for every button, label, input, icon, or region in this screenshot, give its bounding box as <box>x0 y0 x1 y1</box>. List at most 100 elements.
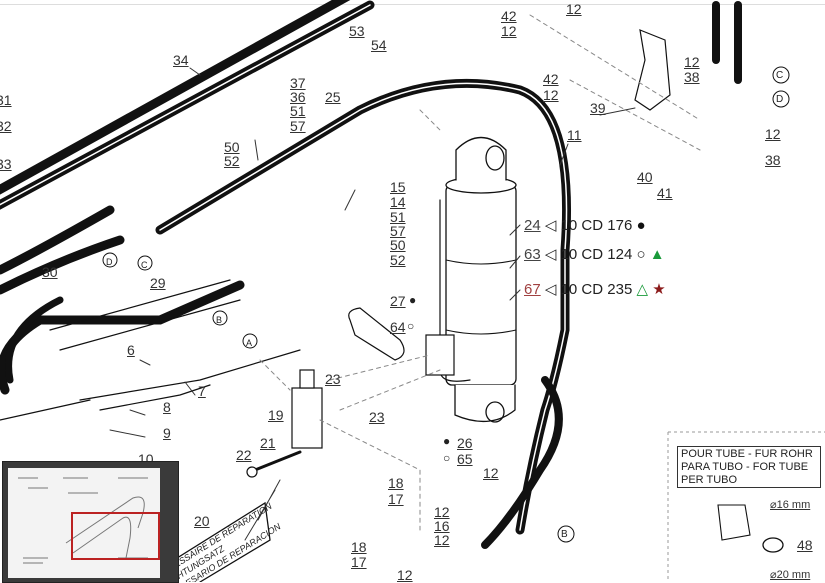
part-label-64[interactable]: 64 <box>390 319 406 335</box>
part-label-39[interactable]: 39 <box>590 100 606 116</box>
part-label-42a[interactable]: 42 <box>501 8 517 24</box>
part-label-51[interactable]: 51 <box>290 103 306 119</box>
part-label-6[interactable]: 6 <box>127 342 135 358</box>
part-label-11[interactable]: 11 <box>567 127 582 143</box>
part-label-12d[interactable]: 12 <box>684 54 700 70</box>
bracket-39 <box>634 29 671 111</box>
part-label-51b[interactable]: 51 <box>390 209 406 225</box>
cylinder-spec-24: 24 ◁ 10 CD 176 ● <box>524 218 646 234</box>
part-label-12g[interactable]: 12 <box>434 504 450 520</box>
part-label-31[interactable]: 31 <box>0 92 12 108</box>
part-label-12f[interactable]: 12 <box>483 465 499 481</box>
part-label-18a[interactable]: 18 <box>388 475 404 491</box>
cylinder-eye-bottom <box>454 384 516 423</box>
part-label-12i[interactable]: 12 <box>397 567 413 583</box>
part-label-26[interactable]: 26 <box>457 435 473 451</box>
part-label-20[interactable]: 20 <box>194 513 210 529</box>
spec-part-67[interactable]: 67 <box>524 281 541 298</box>
hose-30 <box>0 205 115 275</box>
part-label-41[interactable]: 41 <box>657 185 673 201</box>
part-label-36[interactable]: 36 <box>290 89 306 105</box>
diameter-20: ⌀20 mm <box>770 569 811 581</box>
spec-part-24[interactable]: 24 <box>524 217 541 234</box>
part-label-9[interactable]: 9 <box>163 425 171 441</box>
tube-note-box: POUR TUBE - FUR ROHR PARA TUBO - FOR TUB… <box>677 446 821 488</box>
part-label-12c[interactable]: 12 <box>543 87 559 103</box>
part-label-40[interactable]: 40 <box>637 169 653 185</box>
part-label-37[interactable]: 37 <box>290 75 306 91</box>
connector-a-icon <box>242 333 258 349</box>
triangle-weld-icon: ◁ <box>544 246 557 263</box>
part-label-17b[interactable]: 17 <box>351 554 367 570</box>
part-label-38a[interactable]: 38 <box>684 69 700 85</box>
part-label-32[interactable]: 32 <box>0 118 12 134</box>
tube-note-line-3: PER TUBO <box>681 474 738 486</box>
connector-d-label: D <box>106 257 113 267</box>
part-label-65[interactable]: 65 <box>457 451 473 467</box>
part-label-7[interactable]: 7 <box>198 383 206 399</box>
part-label-21[interactable]: 21 <box>260 435 276 451</box>
part-label-30[interactable]: 30 <box>42 264 58 280</box>
part-label-22[interactable]: 22 <box>236 447 252 463</box>
part-label-53[interactable]: 53 <box>349 23 365 39</box>
part-label-50[interactable]: 50 <box>224 139 240 155</box>
part-label-54[interactable]: 54 <box>371 37 387 53</box>
hose-34-b <box>0 0 351 195</box>
part-label-23a[interactable]: 23 <box>325 371 341 387</box>
part-label-16[interactable]: 16 <box>434 518 450 534</box>
part-label-12h[interactable]: 12 <box>434 532 450 548</box>
part-label-12b[interactable]: 12 <box>566 1 582 17</box>
top-border <box>0 4 825 5</box>
connector-d-right-label: D <box>776 94 784 105</box>
part-label-48[interactable]: 48 <box>797 537 813 553</box>
part-label-42b[interactable]: 42 <box>543 71 559 87</box>
part-label-27[interactable]: 27 <box>390 293 406 309</box>
connector-b-icon <box>212 310 228 326</box>
star-icon: ★ <box>652 281 666 298</box>
part-label-19[interactable]: 19 <box>268 407 284 423</box>
fitting-48 <box>717 504 751 541</box>
part-label-33[interactable]: 33 <box>0 156 12 172</box>
spec-markers-67: △ <box>636 281 649 298</box>
spec-code-24: 10 CD 176 <box>560 217 633 234</box>
overview-minimap[interactable] <box>2 461 179 583</box>
part-label-57[interactable]: 57 <box>290 118 306 134</box>
part-label-17a[interactable]: 17 <box>388 491 404 507</box>
connector-c-right-icon <box>772 66 790 84</box>
part-label-29[interactable]: 29 <box>150 275 166 291</box>
tube-note-line-1: POUR TUBE - FUR ROHR <box>681 448 813 460</box>
part-label-12a[interactable]: 12 <box>501 23 517 39</box>
part-label-8[interactable]: 8 <box>163 399 171 415</box>
connector-d-icon <box>102 252 118 268</box>
minimap-sheet <box>8 468 160 578</box>
part-label-52b[interactable]: 52 <box>390 252 406 268</box>
part-label-15[interactable]: 15 <box>390 179 406 195</box>
triangle-weld-icon: ◁ <box>544 217 557 234</box>
minimap-viewport[interactable] <box>71 512 160 560</box>
part-label-14[interactable]: 14 <box>390 194 406 210</box>
part-label-57b[interactable]: 57 <box>390 223 406 239</box>
spec-markers-24: ● <box>636 217 646 234</box>
cylinder-eye-top <box>455 136 507 181</box>
connector-c-label: C <box>141 260 148 270</box>
hose-34-a-gap <box>0 4 371 206</box>
tube-note-line-2: PARA TUBO - FOR TUBE <box>681 461 809 473</box>
cylinder-spec-67: 67 ◁ 10 CD 235 △ ★ <box>524 282 666 298</box>
part-label-34[interactable]: 34 <box>173 52 189 68</box>
diameter-16: ⌀16 mm <box>770 499 811 511</box>
spec-part-63[interactable]: 63 <box>524 246 541 263</box>
connector-b-lower-icon <box>557 525 575 543</box>
part-label-23b[interactable]: 23 <box>369 409 385 425</box>
part-label-12e[interactable]: 12 <box>765 126 781 142</box>
part-label-18b[interactable]: 18 <box>351 539 367 555</box>
triangle-weld-icon: ◁ <box>544 281 557 298</box>
connector-d-right-icon <box>772 90 790 108</box>
cylinder-body <box>445 184 517 386</box>
part-label-52[interactable]: 52 <box>224 153 240 169</box>
part-label-38b[interactable]: 38 <box>765 152 781 168</box>
spec-code-63: 10 CD 124 <box>560 246 633 263</box>
spec-markers-63: ○ ▲ <box>636 246 665 263</box>
part-label-50b[interactable]: 50 <box>390 237 406 253</box>
part-label-25[interactable]: 25 <box>325 89 341 105</box>
